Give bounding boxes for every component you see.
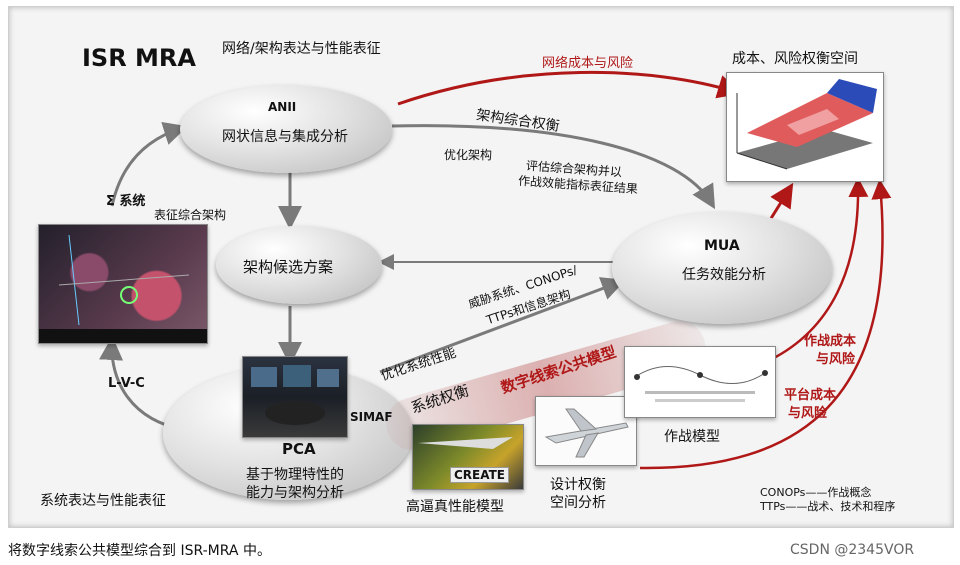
candidate-label: 架构候选方案 [243, 258, 334, 276]
lvc-label: L-V-C [108, 376, 145, 391]
arrow-anii-to-mua [391, 124, 716, 210]
arrow-platform-cost [639, 179, 892, 470]
photo-overlay [251, 365, 339, 425]
hifi-model-label: 高逼真性能模型 [406, 499, 504, 515]
mua-node [612, 212, 832, 324]
tradeoff-space-plot [726, 72, 884, 182]
combat-model-flow [634, 366, 768, 402]
surface-plot [736, 79, 877, 170]
diagram-title: ISR MRA [82, 44, 196, 72]
char-arch-label: 表征综合架构 [154, 208, 227, 222]
bottom-left-label: 系统表达与性能表征 [40, 493, 166, 509]
candidate-node [216, 226, 382, 304]
design-line2: 空间分析 [550, 495, 606, 511]
combat-cost-line1: 作战成本 [804, 334, 857, 349]
aircraft-shape [544, 408, 629, 458]
network-cost-label: 网络成本与风险 [542, 56, 634, 71]
mua-desc: 任务效能分析 [682, 267, 766, 283]
anii-name: ANII [268, 100, 297, 114]
aircraft-image [535, 396, 637, 466]
anii-desc: 网状信息与集成分析 [222, 129, 348, 145]
pca-lab-photo [242, 356, 348, 438]
watermark: CSDN @2345VOR [790, 542, 915, 558]
design-line1: 设计权衡 [550, 477, 606, 493]
arrow-network-cost [397, 70, 742, 106]
arrow-sigma-loop [110, 121, 188, 207]
optimize-arch-label: 优化架构 [444, 148, 493, 162]
create-overlay [418, 437, 513, 449]
map-overlay [39, 234, 207, 343]
platform-cost-line2: 与风险 [788, 406, 828, 421]
combat-model-image [624, 346, 776, 418]
pca-desc-line2: 能力与架构分析 [246, 485, 344, 501]
pca-desc-line1: 基于物理特性的 [246, 467, 344, 483]
sigma-system-map-image [38, 224, 208, 344]
sigma-system-label: Σ 系统 [106, 194, 146, 209]
anii-node [180, 85, 392, 173]
legend-ttps: TTPs——战术、技术和程序 [760, 500, 896, 513]
arrow-combat-cost [769, 177, 869, 362]
arrow-pca-to-mua [379, 277, 626, 374]
legend-conops: CONOPs——作战概念 [760, 486, 872, 499]
combat-model-label: 作战模型 [664, 429, 720, 445]
combat-cost-line2: 与风险 [816, 352, 856, 367]
tradeoff-space-label: 成本、风险权衡空间 [732, 51, 858, 67]
simaf-label: SIMAF [350, 410, 393, 424]
figure-caption: 将数字线索公共模型综合到 ISR-MRA 中。 [8, 543, 271, 559]
top-label: 网络/架构表达与性能表征 [222, 41, 381, 57]
mua-name: MUA [704, 238, 740, 254]
platform-cost-line1: 平台成本 [784, 388, 837, 403]
pca-name: PCA [282, 440, 316, 458]
create-label: CREATE [450, 467, 509, 483]
